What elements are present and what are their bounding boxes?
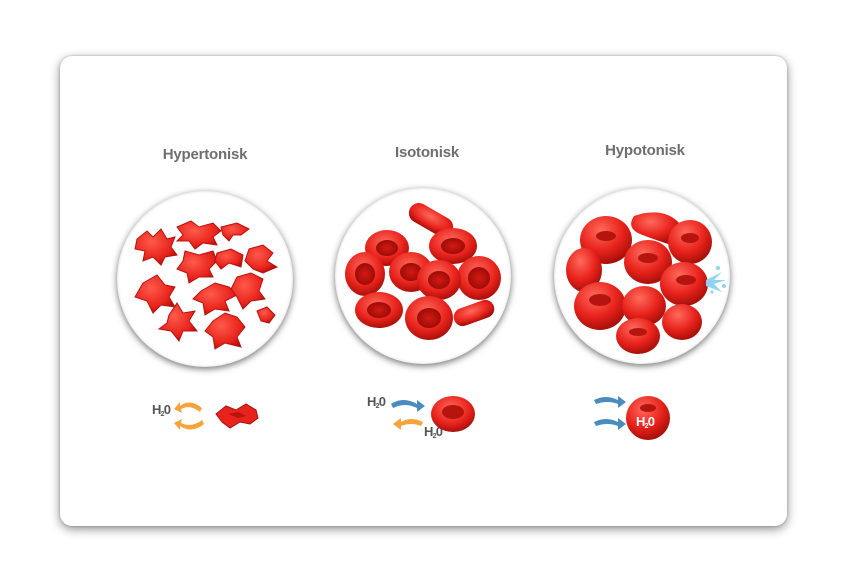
swollen-cell — [622, 286, 666, 326]
swollen-cell — [616, 318, 660, 354]
rbc — [355, 292, 403, 328]
crenated-cell — [230, 272, 266, 310]
crenated-cell — [256, 306, 276, 324]
swollen-cell — [662, 304, 702, 340]
swollen-cell — [574, 282, 626, 330]
water-exchange-arrows — [391, 400, 425, 430]
crenated-cell — [244, 244, 279, 274]
arrow-in-bottom — [594, 418, 626, 430]
rbc — [457, 256, 501, 300]
h2o-out-label: H20 — [424, 424, 443, 440]
normal-cell-icon — [431, 396, 475, 432]
isotonic-legend: H20 H20 — [365, 386, 505, 446]
swollen-cells-illustration — [566, 212, 726, 354]
arrow-in-top — [594, 396, 626, 408]
rbc-side — [453, 299, 495, 327]
crenated-cell — [157, 302, 199, 342]
crenated-cell — [214, 248, 244, 270]
rbc — [429, 228, 477, 264]
h2o-in-label: H20 — [367, 394, 386, 410]
hypotonic-legend: H20 — [588, 386, 708, 446]
rbc — [405, 296, 453, 340]
crenated-cell — [176, 250, 218, 284]
h2o-label: H20 — [152, 402, 171, 418]
rbc-side — [408, 203, 454, 237]
crenated-cell — [220, 222, 250, 242]
diagram-card: Hypertonisk — [60, 56, 787, 526]
crenated-cell — [192, 282, 238, 316]
water-out-arrows — [174, 402, 204, 430]
normal-cells-illustration — [345, 203, 501, 340]
rbc — [417, 260, 461, 300]
crenated-cell-icon — [215, 403, 259, 429]
rbc — [345, 252, 385, 296]
isotonic-cells-circle — [335, 188, 511, 364]
arrow-in-blue — [391, 400, 425, 412]
hypotonic-cells-circle — [554, 188, 730, 364]
crenated-cell — [134, 274, 176, 314]
crenated-cell — [134, 228, 178, 266]
arrow-out-bottom — [174, 419, 204, 430]
crenated-cells-illustration — [134, 220, 279, 350]
h2o-inside-label: H20 — [636, 414, 655, 430]
crenated-cell — [204, 312, 246, 350]
arrow-out-orange — [393, 418, 423, 430]
water-in-arrows — [594, 396, 626, 430]
swollen-cell — [668, 220, 712, 264]
swollen-cell — [566, 248, 602, 292]
swollen-cell — [624, 240, 672, 284]
swollen-cell — [631, 212, 681, 244]
hypertonic-cells-circle — [117, 191, 293, 367]
hypotonic-title: Hypotonisk — [605, 142, 685, 159]
water-splash-icon — [706, 266, 726, 294]
arrow-out-top — [174, 402, 202, 413]
swollen-cell-icon — [626, 396, 670, 440]
hypertonic-legend: H20 — [150, 396, 270, 436]
hypertonic-title: Hypertonisk — [162, 146, 248, 163]
bursting-cell — [660, 262, 708, 306]
isotonic-title: Isotonisk — [394, 144, 460, 161]
crenated-cell — [175, 220, 222, 250]
